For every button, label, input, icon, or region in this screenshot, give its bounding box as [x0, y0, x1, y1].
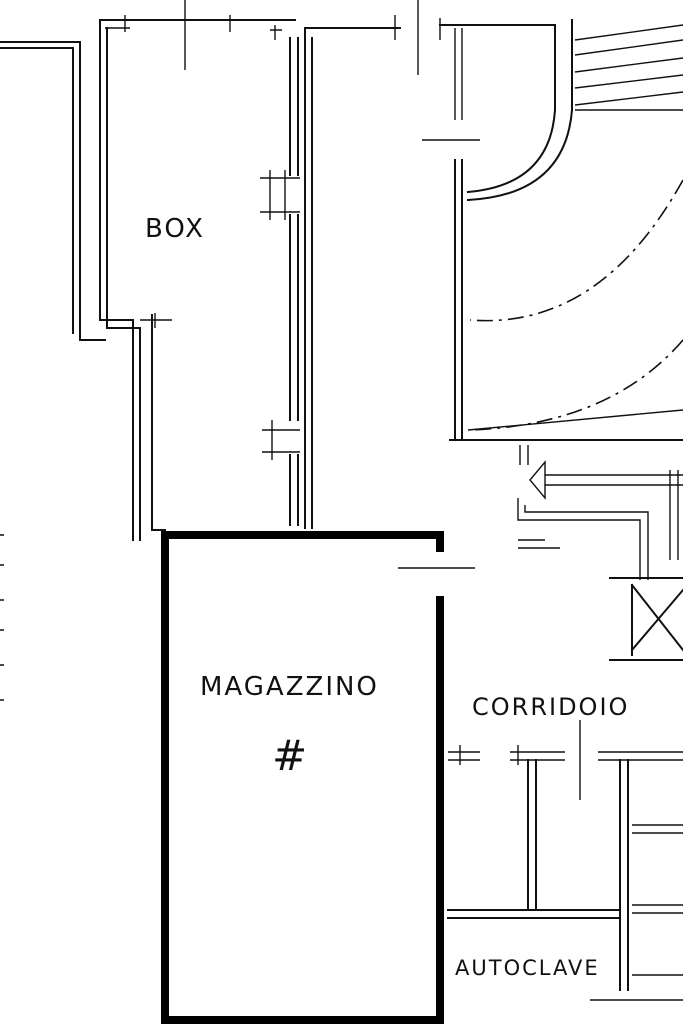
pipes — [517, 470, 679, 580]
wall-top-left — [0, 41, 106, 341]
label-box: BOX — [145, 214, 205, 244]
label-autoclave: AUTOCLAVE — [455, 956, 600, 980]
corridor-right-walls — [447, 720, 683, 1001]
label-magazzino: MAGAZZINO — [200, 672, 379, 702]
shaft-x-symbol — [609, 577, 683, 661]
stair — [466, 19, 683, 431]
box-room-walls — [99, 0, 300, 541]
arrow-indicator — [519, 445, 683, 500]
magazzino-walls — [161, 531, 444, 1024]
level-mark-icon: # — [272, 731, 309, 780]
left-edge-marks — [0, 534, 4, 701]
label-corridoio: CORRIDOIO — [472, 693, 629, 721]
corridor-walls — [304, 0, 683, 529]
